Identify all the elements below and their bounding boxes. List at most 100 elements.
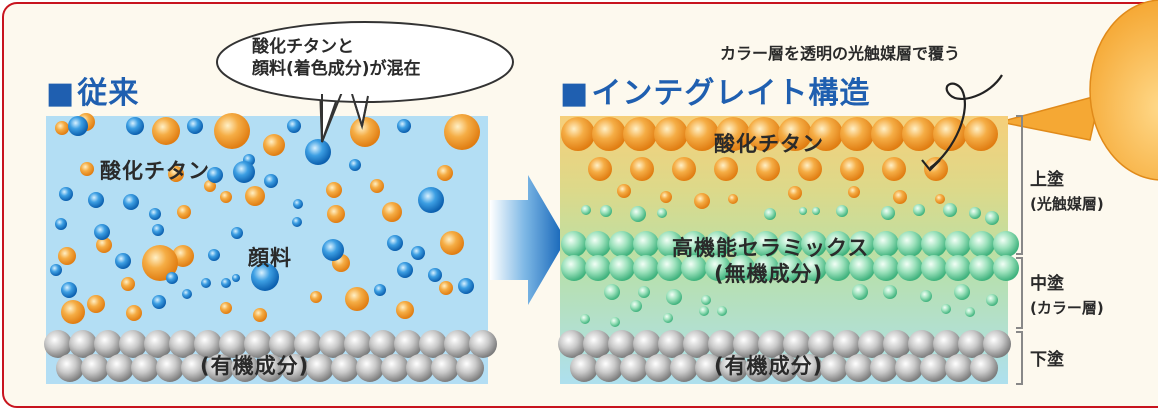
organic-particle bbox=[833, 330, 861, 358]
ceramic-particle bbox=[852, 284, 868, 300]
ceramic-particle bbox=[729, 255, 755, 281]
pigment-particle bbox=[349, 159, 361, 171]
layer-brackets bbox=[1016, 115, 1023, 385]
organic-particle bbox=[44, 330, 72, 358]
titanium-particle bbox=[716, 117, 750, 151]
organic-particle bbox=[81, 354, 109, 382]
ceramic-particle bbox=[580, 314, 590, 324]
pigment-particle bbox=[68, 116, 88, 136]
titanium-particle bbox=[561, 117, 595, 151]
layer-middle-sub: (カラー層) bbox=[1030, 299, 1104, 317]
titanium-particle bbox=[660, 191, 672, 203]
ceramic-particle bbox=[965, 307, 975, 317]
organic-particle bbox=[720, 354, 748, 382]
organic-particle bbox=[169, 330, 197, 358]
pigment-particle bbox=[152, 295, 166, 309]
organic-particle bbox=[920, 354, 948, 382]
organic-particle bbox=[456, 354, 484, 382]
pigment-particle bbox=[387, 235, 403, 251]
organic-particle bbox=[194, 330, 222, 358]
layer-middle-title: 中塗 bbox=[1030, 274, 1064, 294]
organic-particle bbox=[206, 354, 234, 382]
ceramic-particle bbox=[913, 204, 925, 216]
ceramic-particle bbox=[609, 255, 635, 281]
organic-particle bbox=[708, 330, 736, 358]
ceramic-particle bbox=[657, 208, 667, 218]
titanium-particle bbox=[437, 165, 453, 181]
ceramic-particle bbox=[921, 231, 947, 257]
pigment-particle bbox=[182, 289, 192, 299]
pigment-particle bbox=[59, 187, 73, 201]
pigment-particle bbox=[233, 161, 255, 183]
organic-particle bbox=[633, 330, 661, 358]
ceramic-particle bbox=[897, 231, 923, 257]
organic-particle bbox=[419, 330, 447, 358]
organic-particle bbox=[244, 330, 272, 358]
ceramic-particle bbox=[764, 208, 776, 220]
titanium-particle bbox=[893, 190, 907, 204]
organic-particle bbox=[733, 330, 761, 358]
titanium-particle bbox=[714, 157, 738, 181]
ceramic-particle bbox=[777, 255, 803, 281]
pigment-particle bbox=[418, 187, 444, 213]
ceramic-particle bbox=[777, 231, 803, 257]
organic-particle bbox=[870, 354, 898, 382]
organic-particle bbox=[695, 354, 723, 382]
organic-particle bbox=[895, 354, 923, 382]
ceramic-particle bbox=[993, 255, 1019, 281]
ceramic-particle bbox=[663, 313, 673, 323]
organic-particle bbox=[219, 330, 247, 358]
titanium-particle bbox=[214, 113, 250, 149]
titanium-particle bbox=[263, 134, 285, 156]
layer-bottom-label: 下塗 bbox=[1030, 350, 1064, 370]
organic-particle bbox=[394, 330, 422, 358]
organic-particle bbox=[231, 354, 259, 382]
pigment-particle bbox=[208, 249, 220, 261]
pigment-particle bbox=[207, 167, 223, 183]
left-organic-layer bbox=[44, 330, 497, 382]
titanium-particle bbox=[220, 191, 232, 203]
pigment-particle bbox=[397, 262, 413, 278]
ceramic-particle bbox=[630, 300, 642, 312]
titanium-particle bbox=[728, 194, 738, 204]
ceramic-particle bbox=[561, 255, 587, 281]
titanium-particle bbox=[310, 291, 322, 303]
ceramic-particle bbox=[945, 255, 971, 281]
organic-particle bbox=[558, 330, 586, 358]
pigment-particle bbox=[55, 218, 67, 230]
titanium-particle bbox=[654, 117, 688, 151]
titanium-particle bbox=[694, 193, 710, 209]
titanium-particle bbox=[935, 194, 945, 204]
right-title: ■インテグレイト構造 bbox=[560, 76, 871, 111]
ceramic-particle bbox=[801, 255, 827, 281]
ceramic-particle bbox=[969, 231, 995, 257]
ceramic-particle bbox=[604, 284, 620, 300]
pigment-particle bbox=[458, 278, 474, 294]
organic-particle bbox=[808, 330, 836, 358]
organic-particle bbox=[795, 354, 823, 382]
ceramic-particle bbox=[681, 255, 707, 281]
ceramic-particle bbox=[585, 255, 611, 281]
pigment-particle bbox=[251, 263, 279, 291]
curly-arrow bbox=[921, 74, 1003, 172]
ceramic-particle bbox=[585, 231, 611, 257]
ceramic-particle bbox=[610, 317, 620, 327]
titanium-particle bbox=[55, 121, 69, 135]
ceramic-particle bbox=[941, 304, 951, 314]
ceramic-particle bbox=[883, 285, 897, 299]
titanium-particle bbox=[902, 117, 936, 151]
titanium-particle bbox=[327, 205, 345, 223]
left-title: ■従来 bbox=[46, 76, 140, 111]
square-bullet-icon: ■ bbox=[46, 76, 76, 111]
organic-particle bbox=[106, 354, 134, 382]
titanium-particle bbox=[245, 186, 265, 206]
organic-particle bbox=[970, 354, 998, 382]
ceramic-particle bbox=[873, 231, 899, 257]
ceramic-particle bbox=[881, 206, 895, 220]
layer-top-title: 上塗 bbox=[1030, 170, 1064, 190]
square-bullet-icon: ■ bbox=[560, 76, 590, 111]
organic-particle bbox=[758, 330, 786, 358]
ceramic-particle bbox=[993, 231, 1019, 257]
organic-particle bbox=[294, 330, 322, 358]
pigment-particle bbox=[115, 253, 131, 269]
